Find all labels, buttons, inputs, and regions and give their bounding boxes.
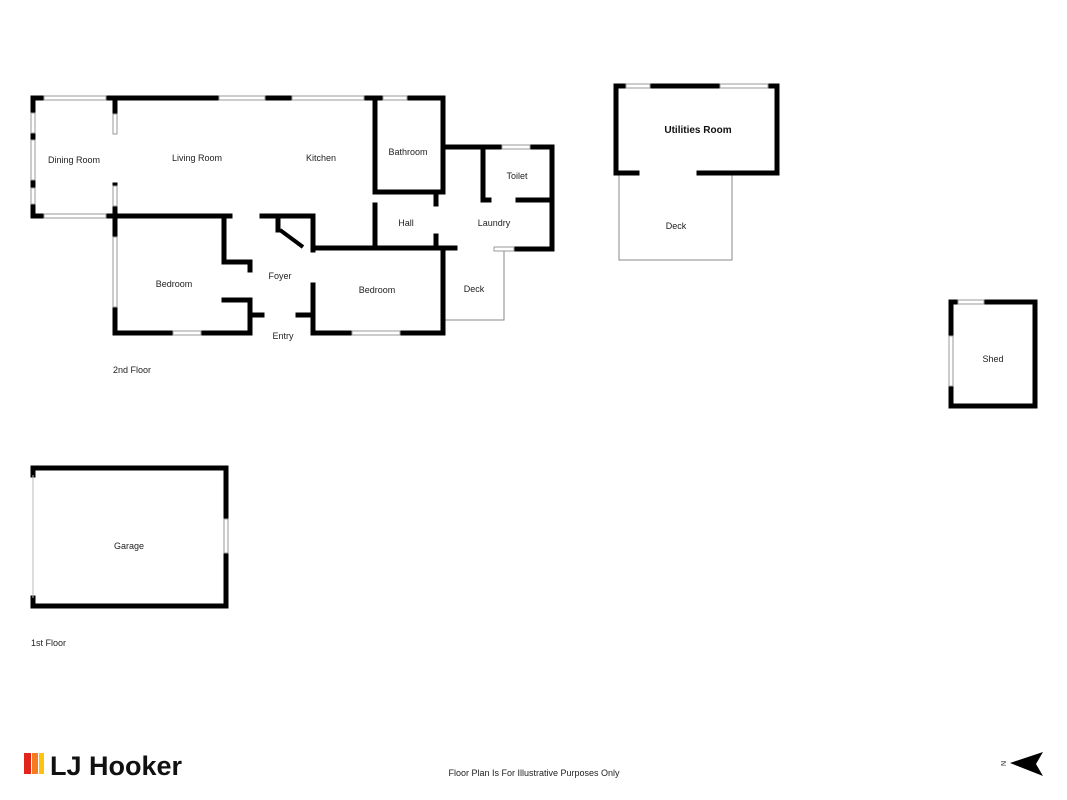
label-utilities-room: Utilities Room xyxy=(664,125,731,136)
north-arrow-icon: N xyxy=(1001,752,1043,776)
label-laundry: Laundry xyxy=(478,218,511,228)
window xyxy=(112,185,118,207)
garage-walls xyxy=(30,465,229,609)
label-garage: Garage xyxy=(114,541,144,551)
window xyxy=(112,113,118,135)
window xyxy=(501,144,531,150)
window xyxy=(291,95,365,101)
label-deck-utilities: Deck xyxy=(666,221,687,231)
label-living-room: Living Room xyxy=(172,153,222,163)
label-foyer: Foyer xyxy=(268,271,291,281)
label-kitchen: Kitchen xyxy=(306,153,336,163)
window xyxy=(43,95,107,101)
window xyxy=(223,518,229,554)
windows xyxy=(30,83,985,554)
logo-bar-orange xyxy=(32,753,38,774)
logo-bar-red xyxy=(24,753,31,774)
window xyxy=(112,236,118,308)
logo-bar-yellow xyxy=(39,753,44,774)
label-dining-room: Dining Room xyxy=(48,155,100,165)
compass-label: N xyxy=(1001,761,1008,766)
north-arrow-shape xyxy=(1010,752,1043,776)
disclaimer-text: Floor Plan Is For Illustrative Purposes … xyxy=(448,768,620,778)
deck-utilities-outline xyxy=(618,174,733,261)
window xyxy=(948,335,954,387)
window xyxy=(30,139,36,181)
floor-label-first: 1st Floor xyxy=(31,638,66,648)
window xyxy=(719,83,769,89)
label-hall: Hall xyxy=(398,218,414,228)
label-bedroom-2: Bedroom xyxy=(359,285,396,295)
label-deck-main: Deck xyxy=(464,284,485,294)
window xyxy=(218,95,266,101)
deck-outlines xyxy=(444,174,733,321)
window xyxy=(43,213,107,219)
window xyxy=(493,246,515,252)
window xyxy=(625,83,651,89)
label-bathroom: Bathroom xyxy=(388,147,427,157)
lj-hooker-logo-icon xyxy=(24,753,44,774)
window xyxy=(957,299,985,305)
window xyxy=(351,330,401,336)
label-shed: Shed xyxy=(982,354,1003,364)
floor-label-second: 2nd Floor xyxy=(113,365,151,375)
house-walls xyxy=(30,95,555,336)
window xyxy=(172,330,202,336)
brand-name: LJ Hooker xyxy=(50,751,183,781)
room-labels: Dining Room Living Room Kitchen Bathroom… xyxy=(48,125,1004,551)
label-toilet: Toilet xyxy=(506,171,528,181)
label-entry: Entry xyxy=(272,331,294,341)
window xyxy=(30,187,36,205)
window xyxy=(30,112,36,134)
foyer-angled-wall xyxy=(278,228,305,249)
label-bedroom-1: Bedroom xyxy=(156,279,193,289)
window xyxy=(382,95,408,101)
